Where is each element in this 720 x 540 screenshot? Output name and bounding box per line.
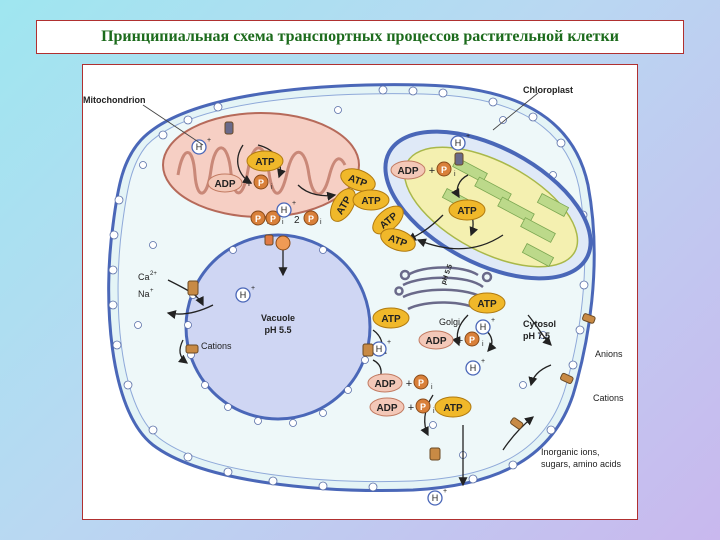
svg-text:P: P bbox=[258, 178, 264, 188]
svg-text:P: P bbox=[418, 378, 424, 388]
svg-text:H: H bbox=[376, 344, 383, 354]
tonoplast-particles bbox=[184, 246, 369, 427]
title-box: Принципиальная схема транспортных процес… bbox=[36, 20, 684, 54]
svg-text:+: + bbox=[387, 339, 391, 346]
svg-text:2+: 2+ bbox=[150, 271, 157, 277]
cations-right-label: Cations bbox=[593, 393, 624, 403]
svg-text:ATP: ATP bbox=[361, 196, 381, 207]
svg-text:P: P bbox=[420, 402, 426, 412]
diagram-labels: Mitochondrion Chloroplast Vacuole pH 5.5… bbox=[83, 85, 624, 469]
leader-lines bbox=[142, 92, 539, 146]
svg-text:+: + bbox=[443, 488, 447, 495]
svg-text:+: + bbox=[408, 402, 414, 414]
svg-text:P: P bbox=[441, 165, 447, 175]
svg-text:i: i bbox=[320, 219, 322, 226]
inorganic-label-line1: Inorganic ions, bbox=[541, 447, 600, 457]
svg-text:+: + bbox=[481, 358, 485, 365]
vacuole-pyrophosphate: P i P i 2 P i bbox=[250, 210, 322, 251]
cell-diagram: ATP ATP ATP ATP ATP ATP ATP ATP ATP ATP … bbox=[83, 83, 624, 506]
svg-text:ATP: ATP bbox=[443, 403, 463, 414]
svg-text:+: + bbox=[466, 133, 470, 140]
svg-text:ATP: ATP bbox=[457, 206, 477, 217]
svg-text:ATP: ATP bbox=[381, 314, 401, 325]
svg-text:H: H bbox=[240, 290, 247, 300]
svg-text:H: H bbox=[480, 322, 487, 332]
svg-text:+: + bbox=[251, 285, 255, 292]
mitochondrion-cristae bbox=[176, 146, 347, 196]
svg-text:ADP: ADP bbox=[425, 336, 446, 347]
mitochondrion-label: Mitochondrion bbox=[83, 95, 146, 105]
svg-text:i: i bbox=[431, 384, 433, 391]
vacuole-label: Vacuole bbox=[261, 313, 295, 323]
svg-text:H: H bbox=[281, 205, 288, 215]
anions-label: Anions bbox=[595, 349, 623, 359]
golgi-label: Golgi bbox=[439, 317, 460, 327]
svg-text:+: + bbox=[150, 288, 154, 294]
svg-text:ADP: ADP bbox=[214, 179, 235, 190]
svg-text:H: H bbox=[455, 138, 462, 148]
svg-text:P: P bbox=[255, 214, 261, 224]
sodium-label: Na bbox=[138, 289, 150, 299]
cytosol-ph-label: pH 7.5 bbox=[523, 331, 550, 341]
svg-text:P: P bbox=[270, 214, 276, 224]
atp-badges: ATP ATP ATP ATP ATP ATP ATP ATP ATP ATP bbox=[246, 150, 506, 418]
cations-left-label: Cations bbox=[201, 341, 232, 351]
proton-labels: H + H + H + H + H + H + H + H + bbox=[196, 133, 495, 503]
thylakoid-stacks bbox=[441, 157, 570, 267]
svg-text:+: + bbox=[207, 137, 211, 144]
cell-diagram-figure: ATP ATP ATP ATP ATP ATP ATP ATP ATP ATP … bbox=[82, 64, 638, 520]
vacuole-ph-label: pH 5.5 bbox=[264, 325, 291, 335]
transporters bbox=[185, 121, 596, 461]
slide-title: Принципиальная схема транспортных процес… bbox=[101, 28, 619, 45]
cytosol-label: Cytosol bbox=[523, 319, 556, 329]
svg-text:ADP: ADP bbox=[376, 403, 397, 414]
svg-text:+: + bbox=[491, 317, 495, 324]
svg-text:i: i bbox=[433, 408, 435, 415]
svg-text:ADP: ADP bbox=[374, 379, 395, 390]
svg-text:ATP: ATP bbox=[477, 299, 497, 310]
svg-text:P: P bbox=[308, 214, 314, 224]
proton-markers bbox=[191, 135, 491, 506]
svg-text:+: + bbox=[429, 165, 435, 177]
svg-text:i: i bbox=[282, 219, 284, 226]
svg-text:H: H bbox=[196, 142, 203, 152]
svg-text:i: i bbox=[482, 341, 484, 348]
svg-text:H: H bbox=[432, 493, 439, 503]
svg-text:+: + bbox=[246, 178, 252, 190]
chloroplast-label: Chloroplast bbox=[523, 85, 573, 95]
inorganic-label-line2: sugars, amino acids bbox=[541, 459, 622, 469]
calcium-label: Ca bbox=[138, 272, 150, 282]
svg-text:2: 2 bbox=[294, 215, 300, 226]
svg-text:+: + bbox=[457, 335, 463, 347]
svg-text:i: i bbox=[454, 171, 456, 178]
svg-text:ADP: ADP bbox=[397, 166, 418, 177]
svg-text:+: + bbox=[406, 378, 412, 390]
svg-text:i: i bbox=[271, 184, 273, 191]
adp-pi-groups: ADP + P i ADP + P i ADP + P i ADP + P i … bbox=[207, 160, 484, 417]
svg-text:+: + bbox=[292, 200, 296, 207]
svg-text:P: P bbox=[469, 335, 475, 345]
svg-text:ATP: ATP bbox=[255, 157, 275, 168]
svg-text:H: H bbox=[470, 363, 477, 373]
